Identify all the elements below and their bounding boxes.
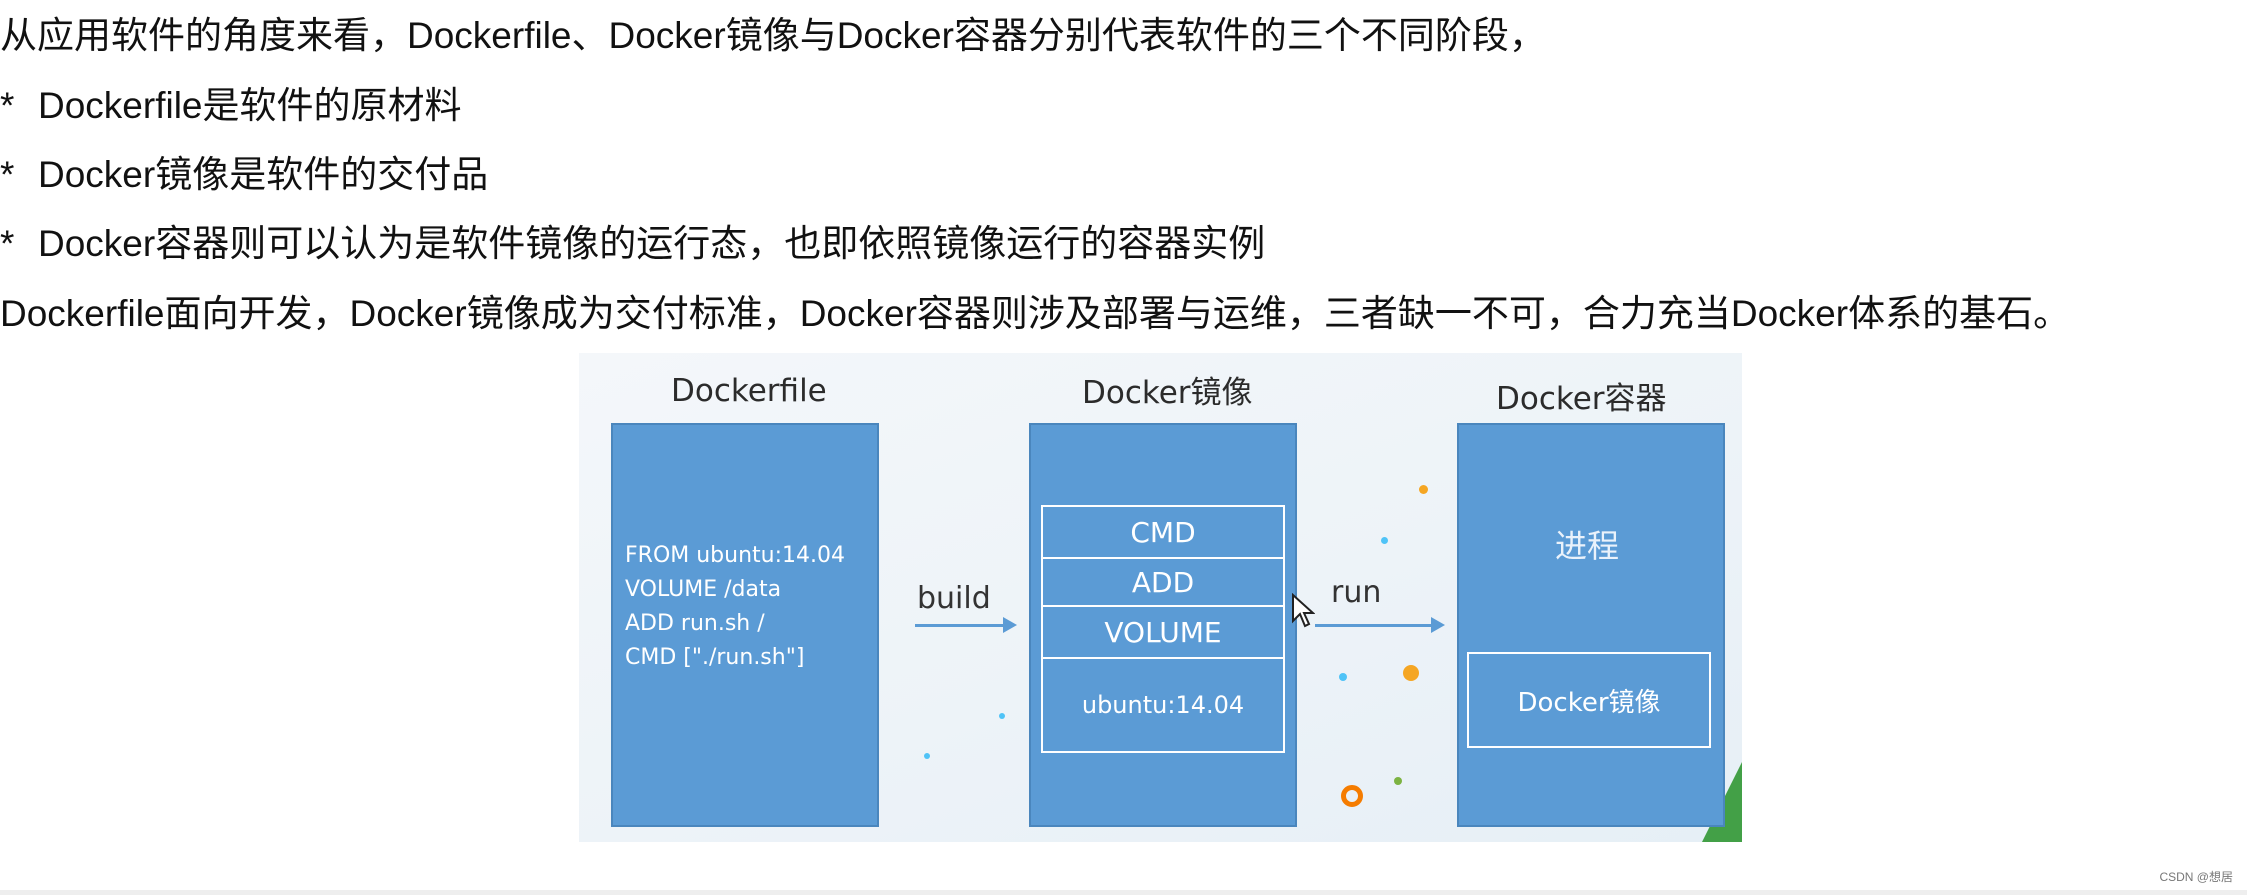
decor-dot: [1419, 485, 1428, 494]
decor-dot: [999, 713, 1005, 719]
decor-dot: [1394, 777, 1402, 785]
layer-volume: VOLUME: [1041, 605, 1285, 659]
container-box: 进程 Docker镜像: [1457, 423, 1725, 827]
inner-image-label: Docker镜像: [1517, 687, 1661, 718]
run-arrow-head: [1431, 617, 1445, 633]
dockerfile-box: FROM ubuntu:14.04 VOLUME /data ADD run.s…: [611, 423, 879, 827]
bullet-text: Docker容器则可以认为是软件镜像的运行态，也即依照镜像运行的容器实例: [38, 223, 1266, 264]
dockerfile-code: FROM ubuntu:14.04 VOLUME /data ADD run.s…: [625, 543, 845, 670]
dockerfile-title: Dockerfile: [671, 373, 827, 409]
container-title: Docker容器: [1496, 381, 1667, 417]
docker-stages-figure: Dockerfile Docker镜像 Docker容器 FROM ubuntu…: [579, 353, 1742, 842]
build-label: build: [917, 581, 991, 616]
image-title: Docker镜像: [1082, 375, 1253, 411]
inner-image-box: Docker镜像: [1467, 652, 1711, 748]
decor-dot: [1403, 665, 1419, 681]
run-arrow: [1315, 624, 1435, 627]
bullet-mark: *: [0, 154, 15, 195]
decor-dot: [1339, 673, 1347, 681]
watermark: CSDN @想居: [2159, 870, 2233, 884]
decor-dot: [1341, 785, 1363, 807]
mouse-cursor-icon: [1291, 592, 1316, 634]
decor-dot: [924, 753, 930, 759]
bullet-mark: *: [0, 223, 15, 264]
bullet-text: Docker镜像是软件的交付品: [38, 154, 489, 195]
decor-dot: [1381, 537, 1388, 544]
image-box: CMD ADD VOLUME ubuntu:14.04: [1029, 423, 1297, 827]
bullet-container: * Docker容器则可以认为是软件镜像的运行态，也即依照镜像运行的容器实例: [0, 220, 1265, 268]
intro-line: 从应用软件的角度来看，Dockerfile、Docker镜像与Docker容器分…: [0, 15, 1546, 56]
build-arrow-head: [1003, 617, 1017, 633]
layer-base: ubuntu:14.04: [1041, 657, 1285, 753]
bottom-divider: [0, 890, 2247, 895]
bullet-mark: *: [0, 85, 15, 126]
build-arrow: [915, 624, 1007, 627]
bullet-dockerfile: * Dockerfile是软件的原材料: [0, 82, 462, 130]
layer-cmd: CMD: [1041, 505, 1285, 559]
process-label: 进程: [1555, 527, 1620, 565]
run-label: run: [1331, 575, 1382, 610]
summary-line: Dockerfile面向开发，Docker镜像成为交付标准，Docker容器则涉…: [0, 293, 2071, 334]
bullet-text: Dockerfile是软件的原材料: [38, 85, 462, 126]
layer-add: ADD: [1041, 557, 1285, 607]
bullet-image: * Docker镜像是软件的交付品: [0, 151, 488, 199]
